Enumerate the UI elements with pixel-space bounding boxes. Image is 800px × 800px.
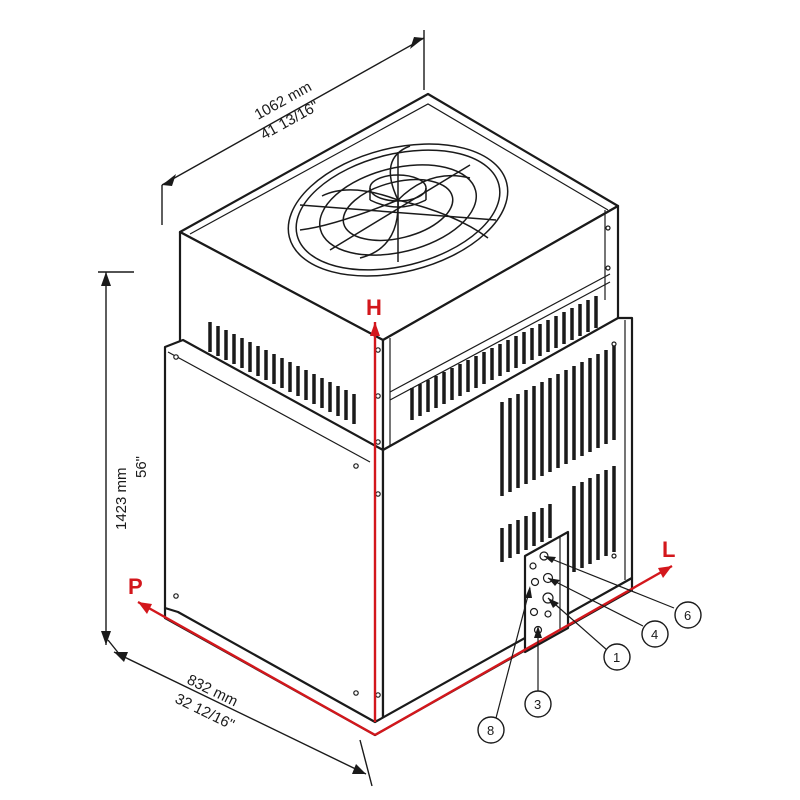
dim-height-in: 56" xyxy=(133,456,150,478)
callout-3-label: 3 xyxy=(534,697,541,712)
lower-right-vents-upper xyxy=(500,346,616,496)
callout-8-label: 8 xyxy=(487,723,494,738)
callout-1-label: 1 xyxy=(613,650,620,665)
axis-h-label: H xyxy=(366,295,382,320)
callout-4-label: 4 xyxy=(651,627,658,642)
lower-right-vents-lower xyxy=(500,466,616,572)
lower-unit xyxy=(163,316,634,737)
axis-p-label: P xyxy=(128,574,143,599)
callout-1: 1 xyxy=(603,643,631,671)
dim-height-mm: 1423 mm xyxy=(113,467,130,530)
axis-p: P xyxy=(128,574,376,737)
callout-leaders xyxy=(495,555,675,719)
callout-8: 8 xyxy=(477,716,505,744)
axis-l-label: L xyxy=(662,537,675,562)
upper-unit xyxy=(178,92,620,452)
upper-right-vents xyxy=(410,296,598,420)
upper-left-vents xyxy=(208,322,356,424)
callout-3: 3 xyxy=(524,690,552,718)
axis-l: L xyxy=(374,537,675,737)
fan-icon xyxy=(287,143,509,277)
callout-6: 6 xyxy=(674,601,702,629)
axis-h: H xyxy=(366,295,382,722)
callout-4: 4 xyxy=(641,620,669,648)
dim-height: 1423 mm 56" xyxy=(98,271,150,645)
callout-6-label: 6 xyxy=(684,608,691,623)
